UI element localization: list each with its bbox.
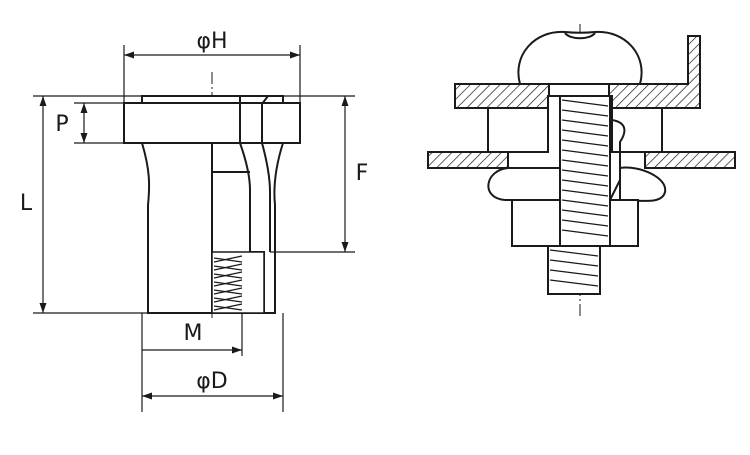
nut-bulge-left	[487, 167, 561, 201]
assembly-right-view	[427, 24, 736, 318]
nut-lower-right	[609, 199, 639, 247]
dimension-h: φH	[123, 29, 301, 103]
dimension-p: P	[55, 102, 124, 144]
rivet-nut-left-view: φH P L F M	[20, 29, 368, 412]
label-m: M	[184, 321, 203, 346]
bottom-plate-right	[644, 151, 736, 169]
dimension-m: M	[142, 313, 243, 356]
nut-inner-wall	[609, 108, 626, 201]
screw-neck	[548, 83, 610, 97]
screw-shank-lower	[547, 245, 601, 295]
label-f: F	[356, 161, 369, 186]
label-h: φH	[196, 29, 227, 54]
internal-thread	[211, 251, 265, 314]
nut-flange-left	[487, 107, 549, 153]
flange-top-step	[141, 95, 284, 104]
dimension-l: L	[20, 95, 148, 314]
dimension-f: F	[270, 95, 369, 253]
bottom-plate-left	[427, 151, 509, 169]
inner-bore-line	[212, 95, 265, 313]
label-l: L	[20, 191, 33, 216]
flange-outline	[123, 102, 301, 144]
inner-wall-line	[246, 95, 271, 252]
screw-thread	[548, 96, 611, 295]
label-p: P	[55, 112, 68, 137]
screw-head	[517, 30, 643, 85]
nut-bulge-right	[619, 166, 667, 202]
dimension-d: φD	[141, 313, 284, 412]
nut-lower-left	[511, 199, 561, 247]
label-d: φD	[196, 369, 227, 394]
screw-head-slot	[564, 32, 596, 40]
